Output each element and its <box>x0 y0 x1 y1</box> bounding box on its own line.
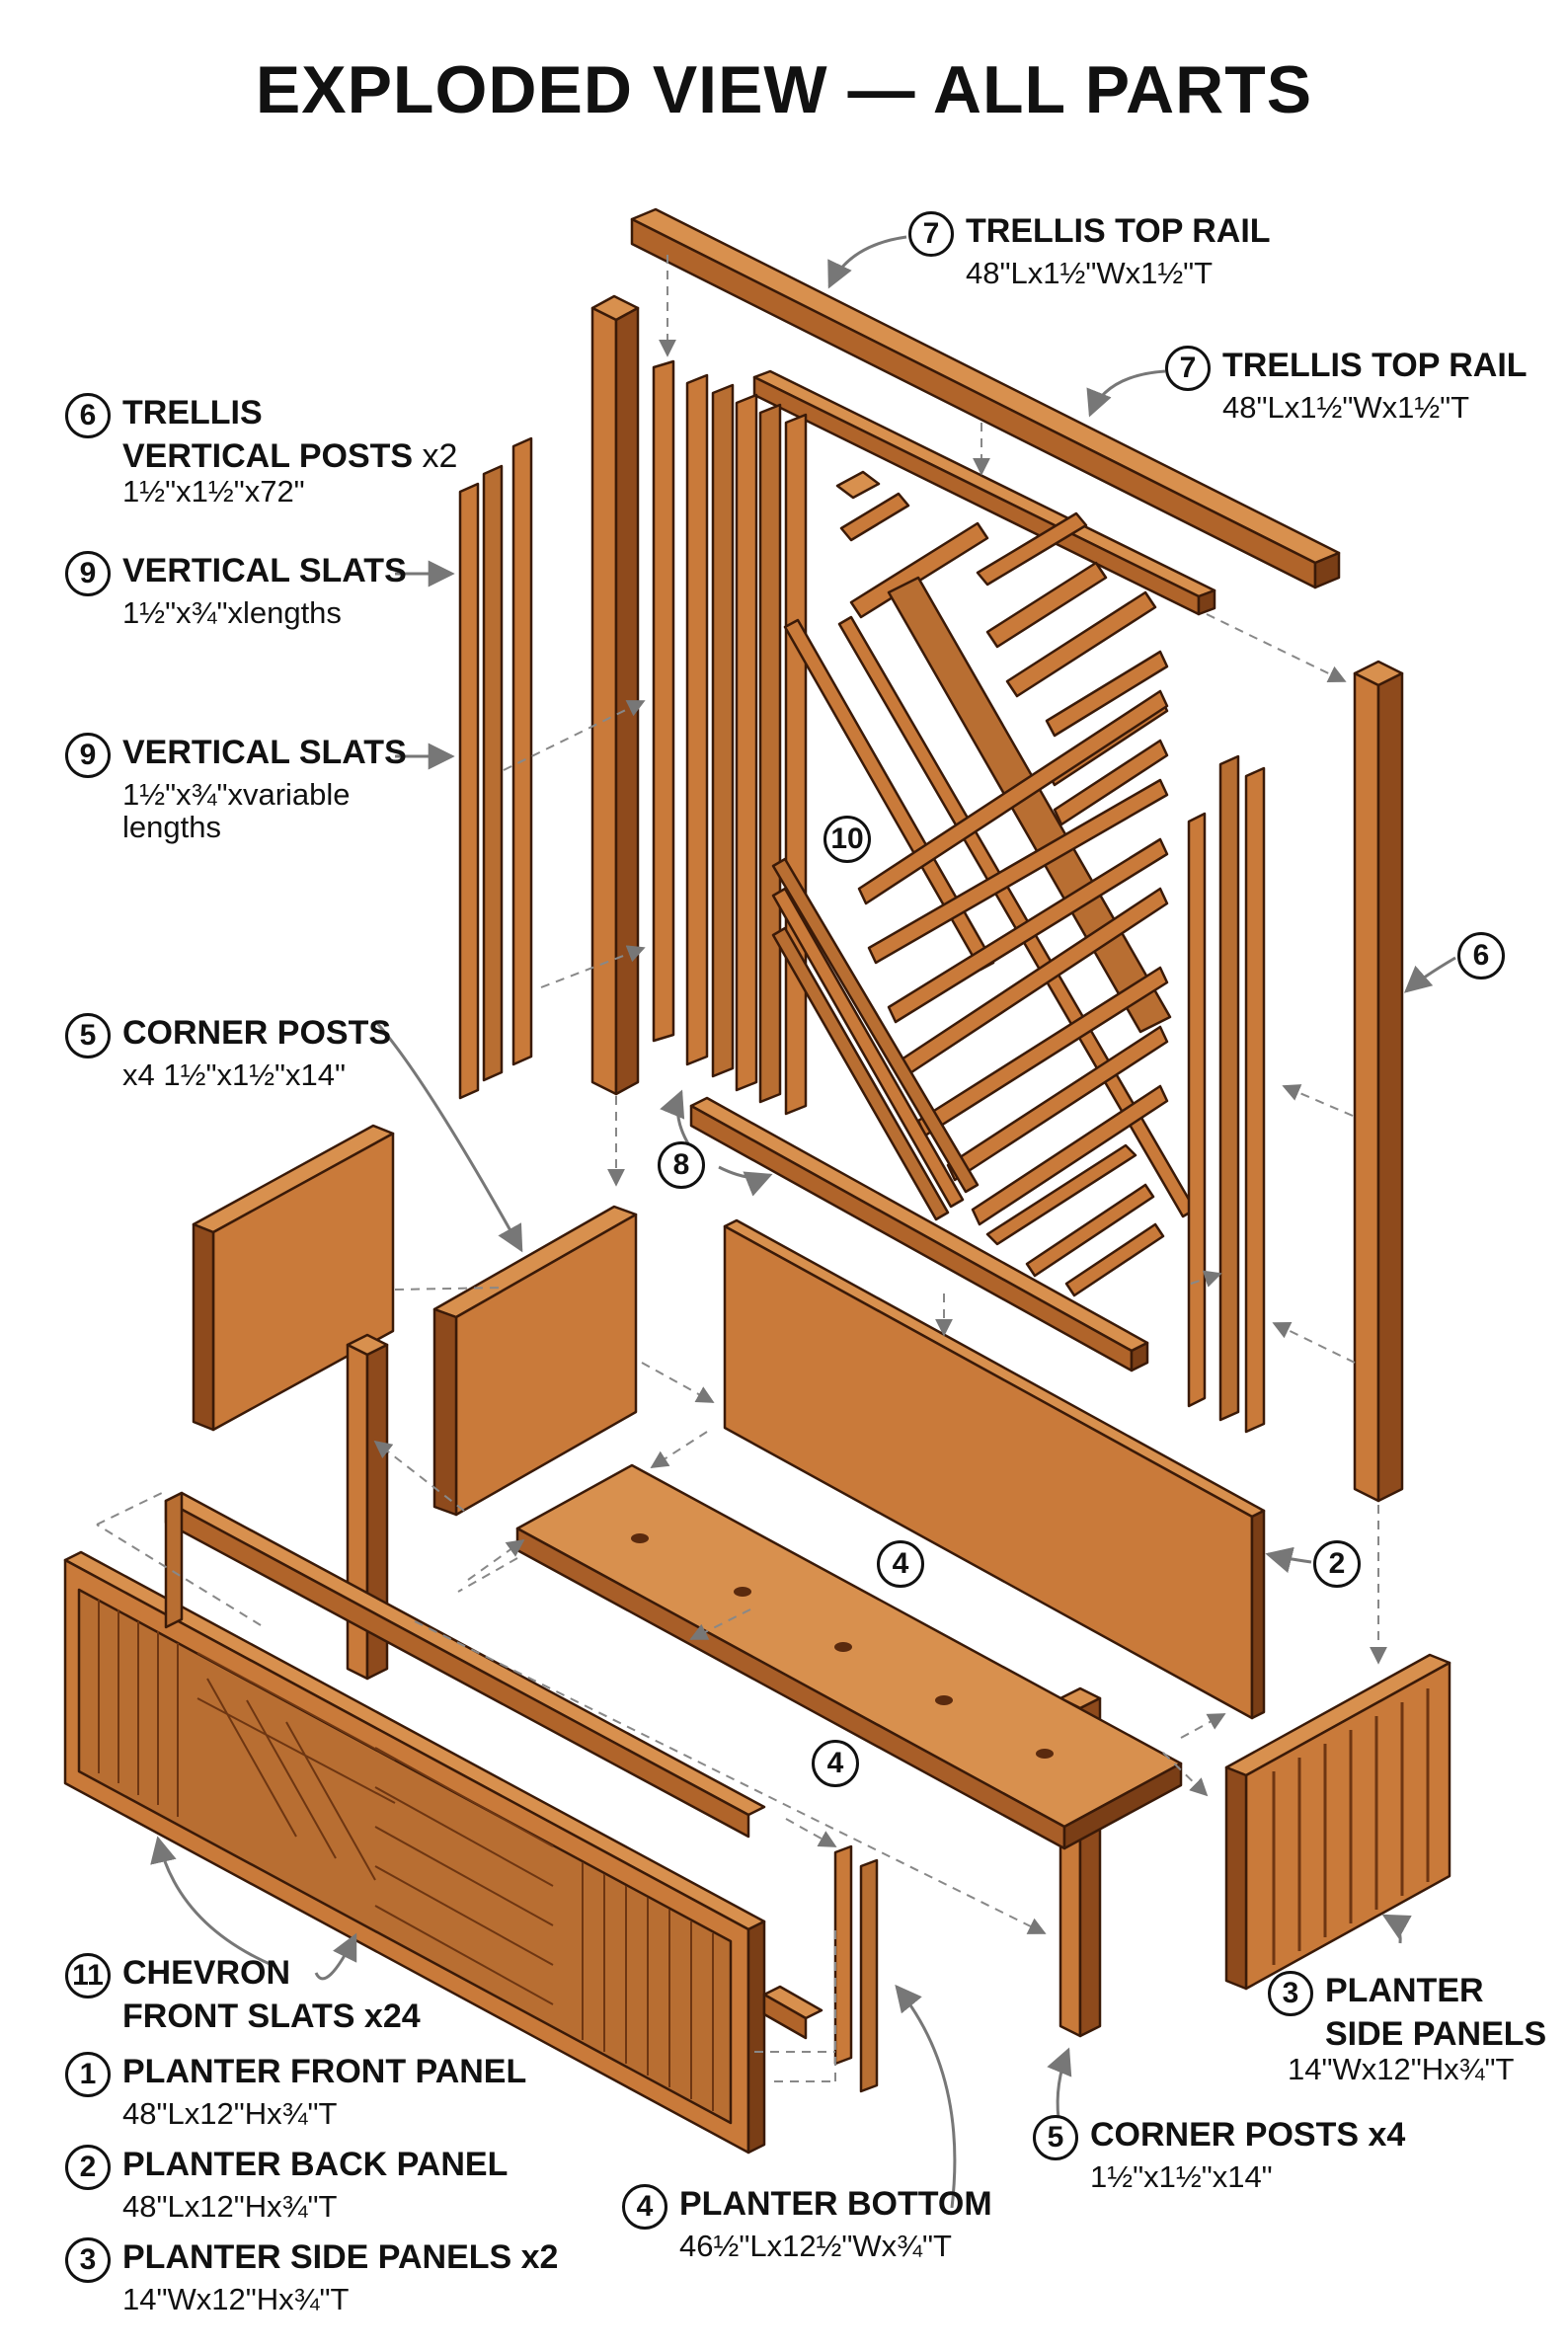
callout-dims: 1½"x¾"xlengths <box>122 595 342 630</box>
callout-label: CHEVRON <box>122 1954 291 1992</box>
badge-2: 2 <box>1313 1540 1361 1588</box>
vertical-slats-center <box>652 359 808 1116</box>
callout-number: 9 <box>65 733 111 778</box>
callout-number: 7 <box>908 211 954 257</box>
callout-chevron-slats: 11 CHEVRON FRONT SLATS x24 <box>65 1953 421 2035</box>
callout-dims: 14"Wx12"Hx¾"T <box>122 2282 350 2316</box>
badge-4-bottom: 4 <box>812 1740 859 1787</box>
callout-number: 5 <box>65 1013 111 1058</box>
callout-label: VERTICAL SLATS <box>122 552 407 589</box>
callout-number: 4 <box>622 2184 667 2230</box>
trellis-post-right <box>1353 660 1404 1503</box>
callout-label-line2: VERTICAL POSTS <box>122 437 414 475</box>
trellis-post-left <box>590 294 640 1096</box>
callout-dims: 1½"x1½"x72" <box>122 473 305 509</box>
callout-dims: 48"Lx1½"Wx1½"T <box>1222 390 1470 425</box>
callout-label: PLANTER BACK PANEL <box>122 2146 509 2183</box>
callout-dims: 1½"x1½"x14" <box>1090 2159 1273 2194</box>
callout-dims-line2: lengths <box>122 810 221 845</box>
page-title: EXPLODED VIEW — ALL PARTS <box>255 52 1313 127</box>
callout-label: TRELLIS TOP RAIL <box>966 212 1271 250</box>
callout-side-panels-b: 3 PLANTER SIDE PANELS 14"Wx12"Hx¾"T <box>1268 1971 1547 2086</box>
corner-post-loose-b <box>859 1858 879 2093</box>
callout-number: 11 <box>65 1953 111 1998</box>
side-panel-left-b <box>432 1205 638 1517</box>
front-rail-loose <box>762 1985 823 2040</box>
callout-label-line2: SIDE PANELS <box>1325 2015 1547 2053</box>
callout-trellis-top-rail-b: 7 TRELLIS TOP RAIL 48"Lx1½"Wx1½"T <box>1165 346 1528 425</box>
callout-vertical-slats-a: 9 VERTICAL SLATS 1½"x¾"xlengths <box>65 551 407 630</box>
callout-vertical-slats-b: 9 VERTICAL SLATS 1½"x¾"xvariable lengths <box>65 733 407 845</box>
callout-dims: 1½"x¾"xvariable <box>122 777 351 812</box>
callout-label: CORNER POSTS x4 <box>1090 2116 1406 2154</box>
callout-corner-posts-a: 5 CORNER POSTS x4 1½"x1½"x14" <box>65 1013 392 1092</box>
callout-dims: 46½"Lx12½"Wx¾"T <box>679 2229 952 2263</box>
planter-front-panel <box>63 1491 766 2155</box>
callout-dims: 48"Lx12"Hx¾"T <box>122 2096 338 2131</box>
trellis-top-rail-inner <box>752 369 1216 616</box>
callout-dims: 48"Lx12"Hx¾"T <box>122 2189 338 2224</box>
trellis-bottom-rail <box>689 1096 1149 1372</box>
corner-post-loose-a <box>833 1844 853 2066</box>
callout-number: 3 <box>1268 1971 1313 2016</box>
vertical-slats-right <box>1187 754 1266 1434</box>
callout-label: PLANTER <box>1325 1972 1484 2009</box>
badge-10: 10 <box>823 816 871 863</box>
callout-label: PLANTER FRONT PANEL <box>122 2053 527 2090</box>
callout-label: TRELLIS TOP RAIL <box>1222 347 1528 384</box>
callout-side-panels-a: 3 PLANTER SIDE PANELS x2 14"Wx12"Hx¾"T <box>65 2237 559 2316</box>
callout-label: CORNER POSTS <box>122 1014 392 1052</box>
callout-number: 5 <box>1033 2115 1078 2160</box>
callout-number: 3 <box>65 2237 111 2283</box>
badge-6: 6 <box>1457 932 1505 980</box>
callout-corner-posts-b: 5 CORNER POSTS x4 1½"x1½"x14" <box>1033 2115 1406 2194</box>
callout-dims: 14"Wx12"Hx¾"T <box>1288 2051 1515 2086</box>
badge-8: 8 <box>658 1141 705 1189</box>
callout-label: PLANTER SIDE PANELS x2 <box>122 2238 559 2276</box>
callout-dims: x4 1½"x1½"x14" <box>122 1058 347 1092</box>
callout-label-line2: FRONT SLATS x24 <box>122 1998 421 2035</box>
callout-back-panel: 2 PLANTER BACK PANEL 48"Lx12"Hx¾"T <box>65 2145 509 2224</box>
diagonal-lattice <box>771 470 1197 1297</box>
loose-slats-left <box>458 436 533 1100</box>
callout-number: 6 <box>65 393 111 438</box>
callout-front-panel: 1 PLANTER FRONT PANEL 48"Lx12"Hx¾"T <box>65 2052 527 2131</box>
callout-trellis-top-rail-a: 7 TRELLIS TOP RAIL 48"Lx1½"Wx1½"T <box>908 211 1271 290</box>
callout-dims: 48"Lx1½"Wx1½"T <box>966 256 1214 290</box>
callout-number: 9 <box>65 551 111 596</box>
callout-label: PLANTER BOTTOM <box>679 2185 992 2223</box>
planter-back-panel <box>723 1218 1266 1720</box>
callout-number: 2 <box>65 2145 111 2190</box>
assembly-lines <box>96 255 1387 2082</box>
callout-planter-bottom: 4 PLANTER BOTTOM 46½"Lx12½"Wx¾"T <box>622 2184 992 2263</box>
callout-label: TRELLIS <box>122 394 263 431</box>
leader-lines <box>150 235 1456 2209</box>
callout-label: VERTICAL SLATS <box>122 734 407 771</box>
trellis-top-rail-outer <box>630 207 1341 589</box>
callout-trellis-vertical-posts: 6 TRELLIS VERTICAL POSTS x2 1½"x1½"x72" <box>65 393 458 509</box>
callout-qty: x2 <box>422 437 458 475</box>
callout-number: 1 <box>65 2052 111 2097</box>
side-panel-right <box>1224 1653 1451 1991</box>
callout-number: 7 <box>1165 346 1211 391</box>
badge-4-top: 4 <box>877 1540 924 1588</box>
